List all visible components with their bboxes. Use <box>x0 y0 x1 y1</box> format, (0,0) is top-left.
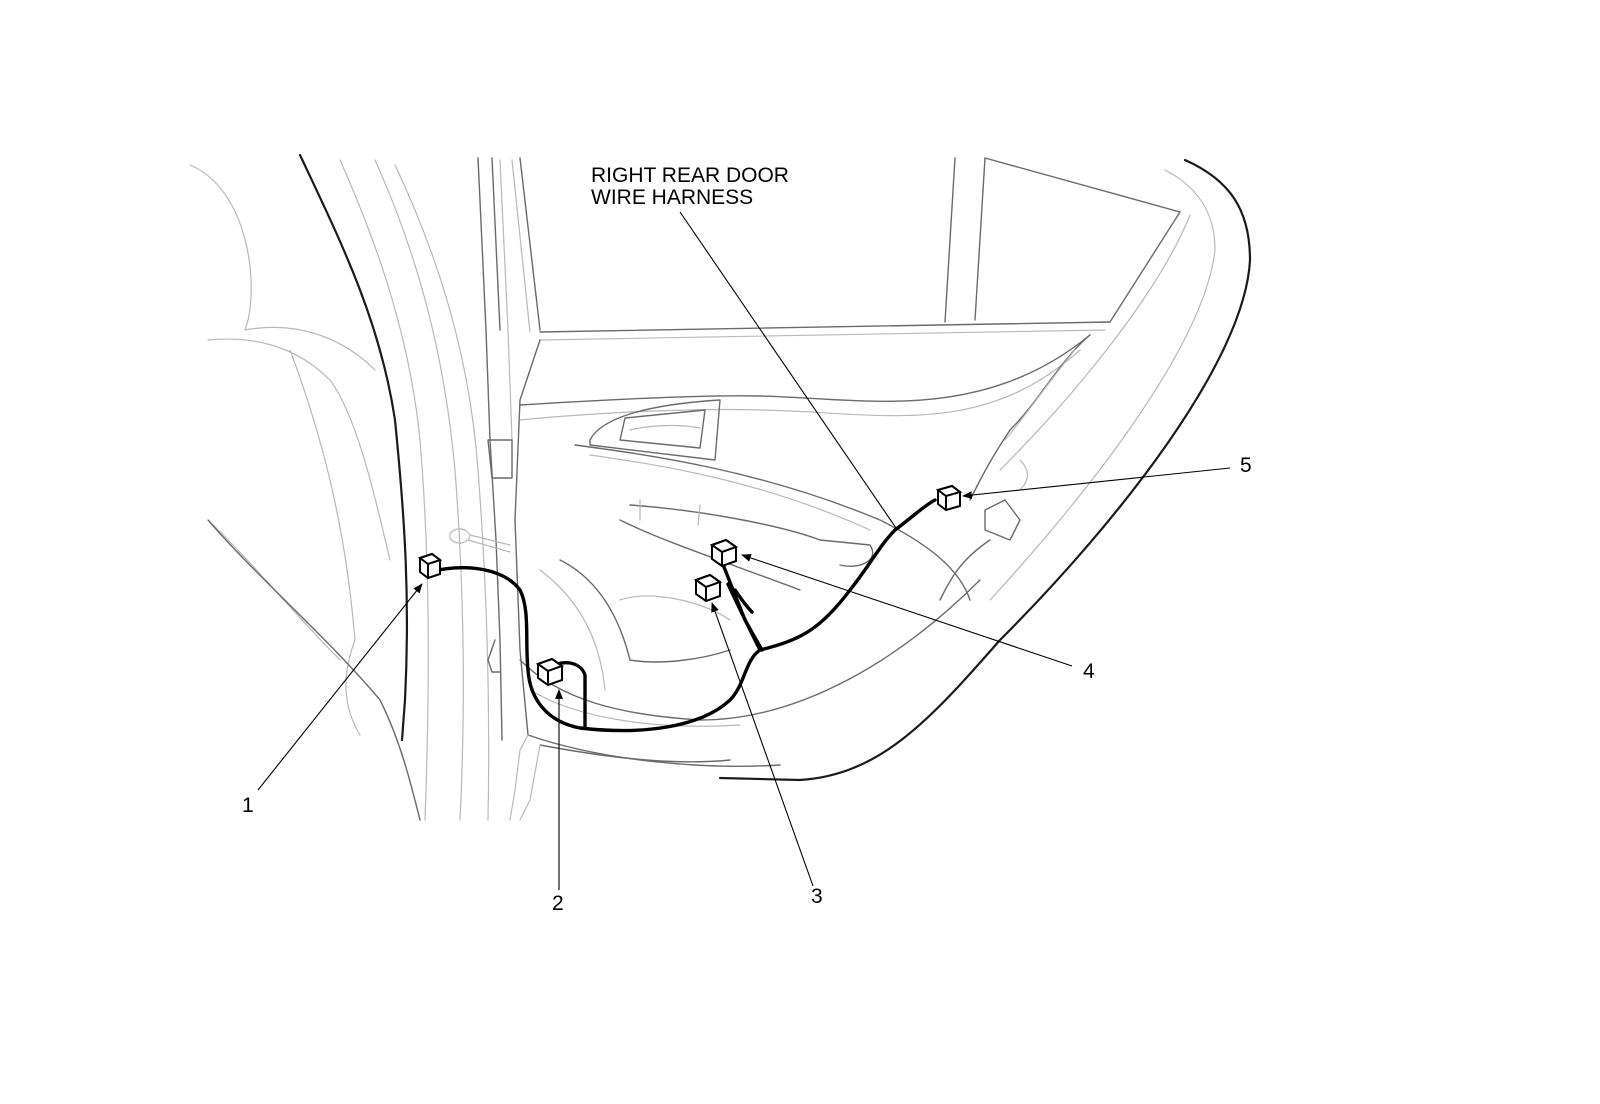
callout-2: 2 <box>552 892 564 915</box>
connector-3 <box>693 573 723 603</box>
harness-label: RIGHT REAR DOOR WIRE HARNESS <box>591 164 789 209</box>
harness-label-line2: WIRE HARNESS <box>591 186 753 209</box>
right-rear-door-wire-harness <box>426 498 937 733</box>
harness-label-line1: RIGHT REAR DOOR <box>591 164 789 187</box>
leader-lines <box>257 211 1231 890</box>
connector-5 <box>935 484 963 512</box>
callout-1: 1 <box>242 794 254 817</box>
connector-1 <box>417 552 443 580</box>
callout-4: 4 <box>1083 660 1095 683</box>
rear-door-outline <box>491 157 1252 821</box>
connector-4 <box>709 538 739 568</box>
connector-2 <box>535 657 565 687</box>
callout-5: 5 <box>1240 454 1252 477</box>
body-pillar-outline <box>207 153 513 821</box>
rear-seat-outline <box>189 164 391 736</box>
callout-3: 3 <box>811 885 823 908</box>
